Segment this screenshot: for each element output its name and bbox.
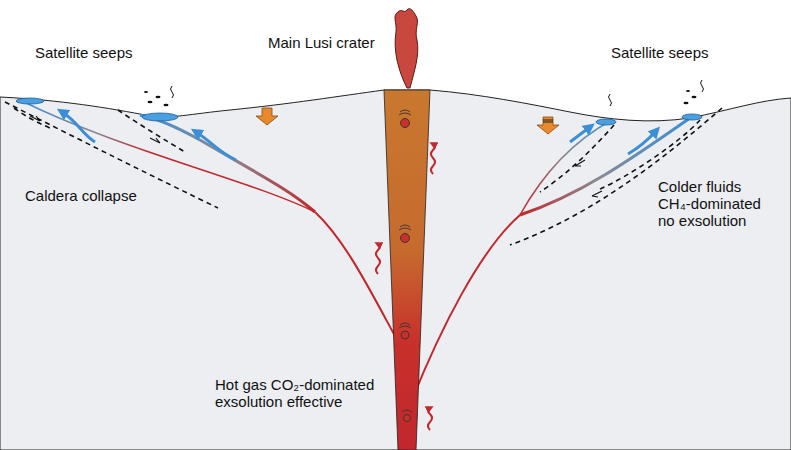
mud-plume — [395, 9, 418, 88]
annotation-label: Satellite seeps — [35, 44, 175, 61]
conduit-bubbles — [399, 110, 412, 422]
subsidence-arrows — [256, 108, 559, 134]
annotation-label: Caldera collapse — [25, 187, 175, 204]
feeder-lines — [20, 100, 690, 400]
fault-lines — [5, 102, 722, 245]
mud-conduit — [384, 90, 430, 450]
ground — [0, 90, 791, 450]
slip-marks — [30, 116, 602, 197]
annotation-label: Satellite seeps — [611, 44, 751, 61]
annotation-label: Colder fluids CH₄-dominated no exsolutio… — [658, 178, 776, 229]
seep-pools — [16, 98, 702, 125]
heat-arrows — [376, 144, 435, 430]
fluid-arrows — [62, 112, 656, 160]
annotation-label: Main Lusi crater — [268, 34, 418, 51]
gas-bubbles — [144, 80, 704, 106]
annotation-label: Hot gas CO₂-dominated exsolution effecti… — [215, 376, 405, 410]
